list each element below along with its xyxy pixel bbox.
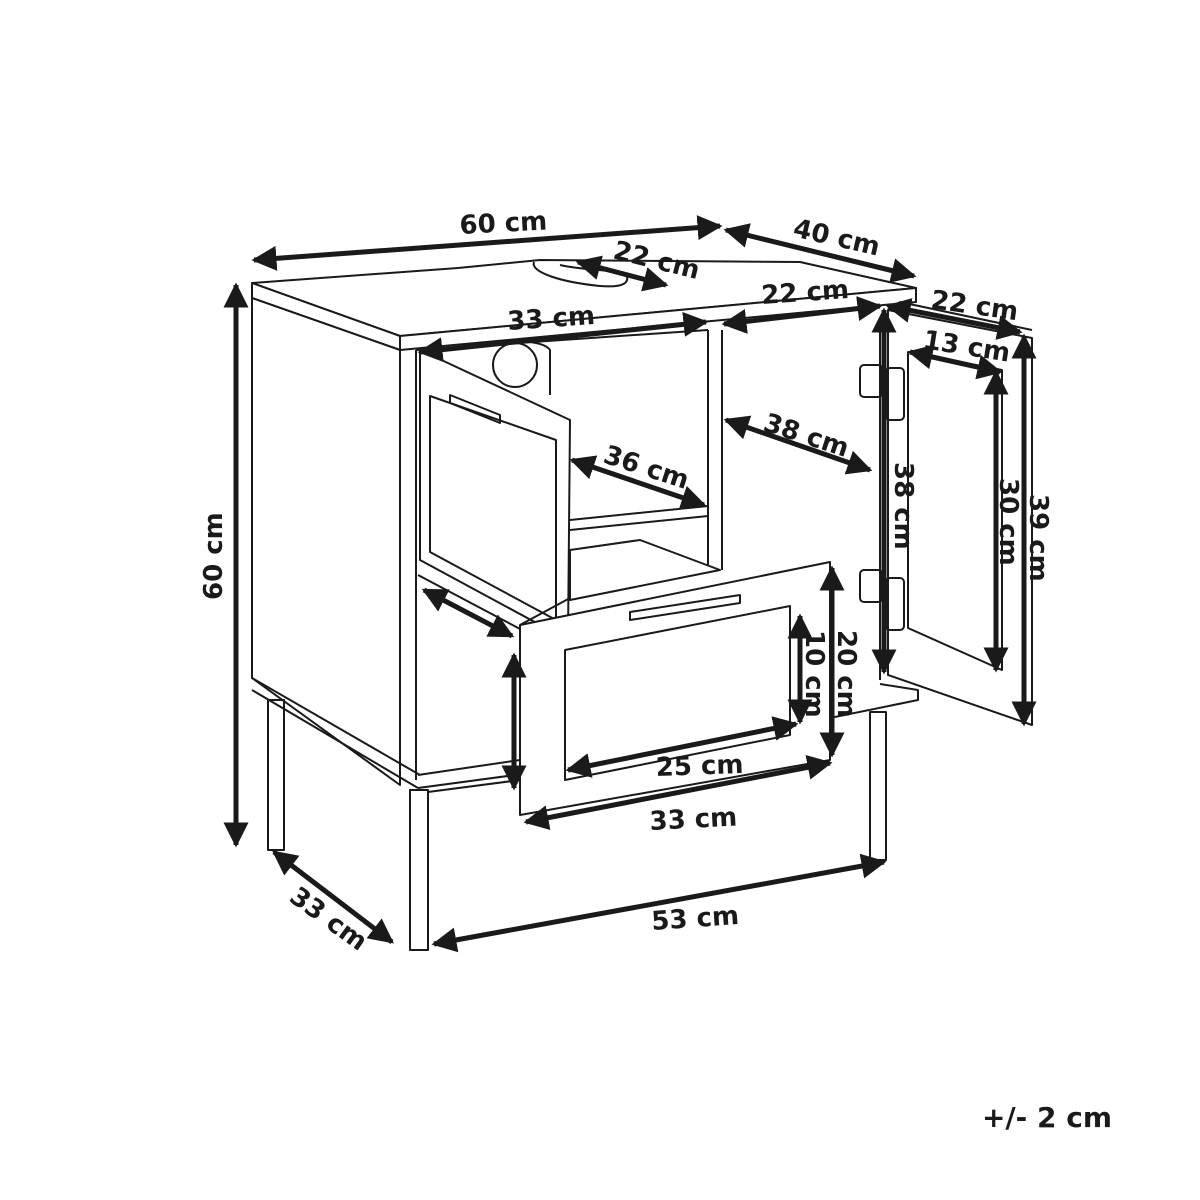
- label-drawer-inner-width: 25 cm: [655, 750, 744, 783]
- label-right-compartment-width: 22 cm: [760, 275, 850, 311]
- label-door-panel-height: 30 cm: [993, 478, 1023, 566]
- label-door-height: 39 cm: [1023, 494, 1053, 582]
- arrow-door-panel-width: [907, 344, 1003, 380]
- arrow-drawer-width: [523, 755, 833, 830]
- arrow-right-compartment-width: [721, 296, 883, 334]
- arrow-inner-width: [417, 311, 709, 363]
- arrow-top-depth: [723, 223, 917, 283]
- arrow-drawer-side-depth: [421, 587, 515, 639]
- arrow-door-width: [885, 298, 1023, 340]
- arrow-cutout: [575, 255, 669, 292]
- label-leg-width: 53 cm: [650, 901, 740, 937]
- tolerance-note: +/- 2 cm: [981, 1101, 1112, 1134]
- arrow-top-width: [251, 215, 723, 271]
- label-compartment-height: 38 cm: [888, 462, 918, 550]
- left-side-panel: [251, 297, 401, 786]
- arrow-shelf-depth: [569, 455, 707, 510]
- label-compartment-depth: 38 cm: [760, 408, 853, 464]
- label-drawer-front-inner-height: 10 cm: [799, 630, 829, 718]
- label-drawer-width: 33 cm: [649, 802, 738, 837]
- label-inner-width: 33 cm: [506, 301, 596, 337]
- arrow-leg-width: [431, 853, 887, 953]
- label-top-width: 60 cm: [459, 206, 548, 241]
- label-height: 60 cm: [199, 512, 229, 600]
- cabinet-drawing: [251, 259, 1033, 951]
- dimension-arrows: [223, 215, 1037, 953]
- arrow-leg-depth: [272, 850, 394, 944]
- label-drawer-height: 20 cm: [831, 630, 861, 718]
- upper-drawer-front: [419, 339, 571, 641]
- arrow-compartment-depth: [723, 415, 873, 475]
